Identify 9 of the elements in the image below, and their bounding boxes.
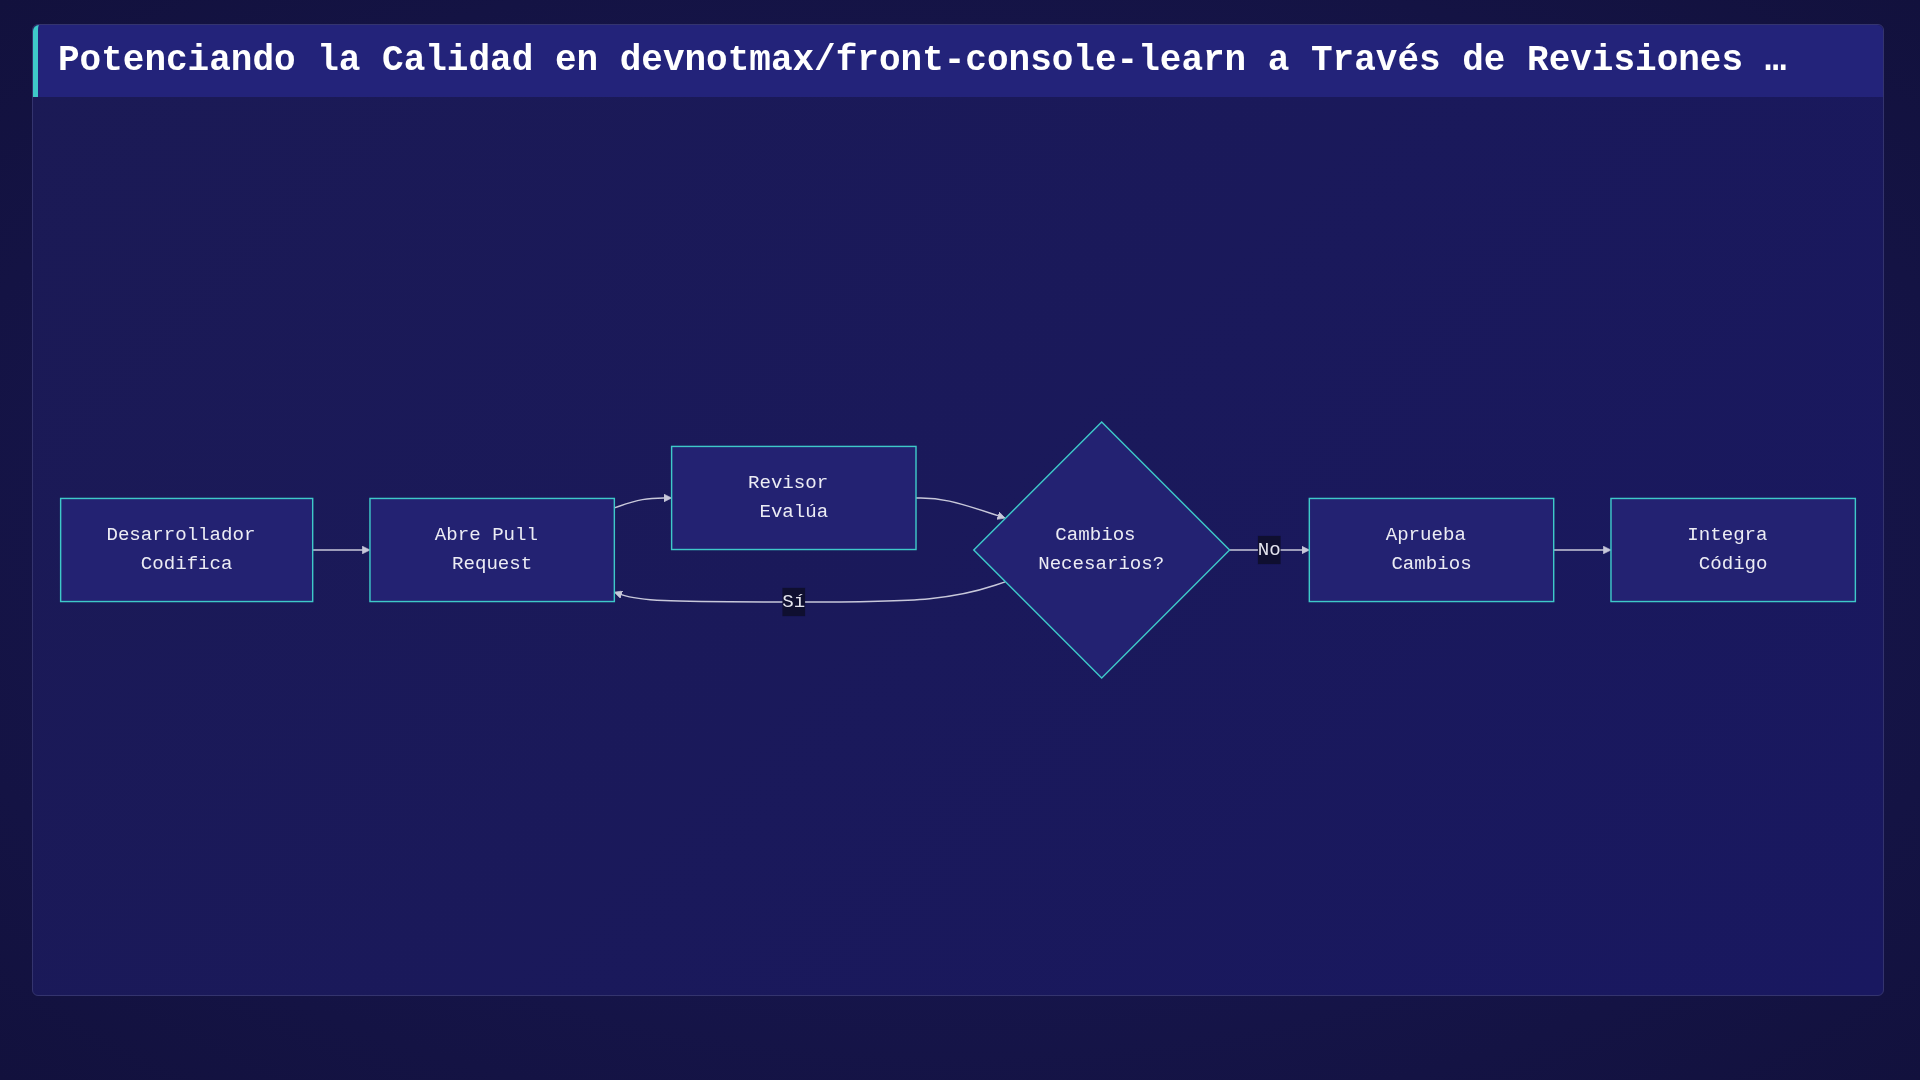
edge-label: Sí (782, 590, 806, 613)
node-box: Abre Pull Request (369, 497, 616, 603)
node-box: Aprueba Cambios (1308, 497, 1555, 603)
node-box: Integra Código (1610, 497, 1857, 603)
node-box: Revisor Evalúa (670, 445, 917, 551)
node-box: Desarrollador Codifica (59, 497, 314, 603)
edge-label: No (1257, 538, 1281, 561)
node-diamond: Cambios Necesarios? (972, 421, 1231, 679)
title: Potenciando la Calidad en devnotmax/front-console-learn a Través de Revisiones … (58, 39, 1787, 83)
